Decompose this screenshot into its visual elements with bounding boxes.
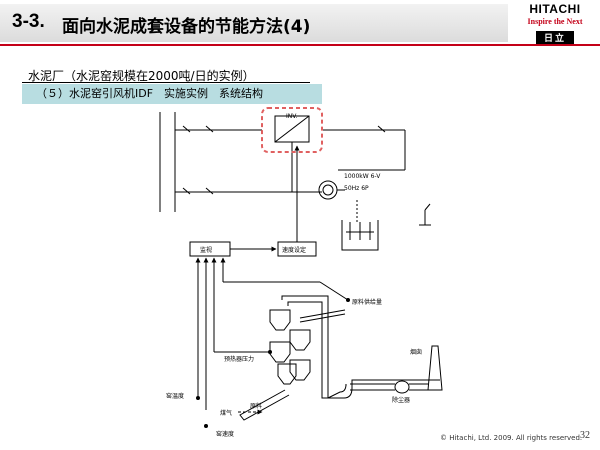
raw-material-label: 原料 xyxy=(250,402,262,410)
exhaust-duct xyxy=(321,379,440,399)
chimney xyxy=(427,345,443,391)
switch-2 xyxy=(205,125,214,133)
title-number: 3-3. xyxy=(12,11,45,32)
resistor-tank xyxy=(341,220,379,251)
cyclone-1 xyxy=(269,309,291,331)
preheater-dot xyxy=(268,350,272,354)
cyclone-3 xyxy=(269,341,291,363)
inverter-diagonal xyxy=(274,115,310,143)
logo-slogan: Inspire the Next xyxy=(527,17,583,26)
subtitle: 水泥厂（水泥窑规模在2000吨/日的实例） xyxy=(28,69,255,83)
switch-4 xyxy=(182,187,191,195)
chimney-label: 烟囱 xyxy=(410,348,422,356)
kiln-speed-dot xyxy=(204,424,208,428)
logo-kanji: 日立 xyxy=(535,31,574,44)
page-title: 面向水泥成套设备的节能方法(4) xyxy=(62,17,311,37)
hitachi-logo: HITACHI Inspire the Next 日立 xyxy=(512,2,598,44)
feed-dot xyxy=(346,298,350,302)
preheater-ducts xyxy=(281,295,329,398)
dust-collector-label: 除尘器 xyxy=(392,396,410,404)
feed-signal-diag xyxy=(319,281,349,301)
idf-fan xyxy=(394,380,410,394)
raw-feed-label: 原料供给量 xyxy=(352,298,382,306)
duct-to-chimney xyxy=(409,383,428,391)
switch-5 xyxy=(205,187,214,195)
inverter-label: INV. xyxy=(286,113,298,120)
speed-setting-label: 速度设定 xyxy=(282,246,306,254)
page-number: 32 xyxy=(580,430,590,441)
cyclone-2 xyxy=(289,329,311,351)
feed-pipe xyxy=(299,309,346,323)
switch-1 xyxy=(182,125,191,133)
subtitle-underline xyxy=(22,82,310,83)
coal-label: 煤气 xyxy=(220,409,232,417)
inverter-highlight xyxy=(261,107,323,153)
cyclone-4 xyxy=(289,359,311,381)
logo-word: HITACHI xyxy=(529,2,581,16)
section-label: （５）水泥窑引风机IDF 实施实例 系统结构 xyxy=(22,84,322,104)
kiln-speed-label: 窑速度 xyxy=(216,430,234,438)
motor-inner xyxy=(322,184,334,196)
switch-3 xyxy=(377,125,386,133)
header: 3-3. 面向水泥成套设备的节能方法(4) HITACHI Inspire th… xyxy=(0,0,600,48)
motor-spec-2: 50Hz 6P xyxy=(344,185,369,192)
header-divider xyxy=(0,44,600,46)
preheater-pressure-label: 预热器压力 xyxy=(224,355,254,363)
ground-switch xyxy=(424,203,431,211)
duct-to-fan xyxy=(350,383,395,391)
copyright: © Hitachi, Ltd. 2009. All rights reserve… xyxy=(440,434,583,442)
header-band xyxy=(0,4,508,42)
kiln-temp-label: 窑温度 xyxy=(166,392,184,400)
kiln-temp-dot xyxy=(196,396,200,400)
rotary-kiln xyxy=(239,389,290,421)
motor-circle xyxy=(318,180,338,200)
monitor-label: 监视 xyxy=(200,246,212,254)
motor-spec-1: 1000kW 6-V xyxy=(344,173,381,180)
cyclone-5 xyxy=(277,363,297,385)
